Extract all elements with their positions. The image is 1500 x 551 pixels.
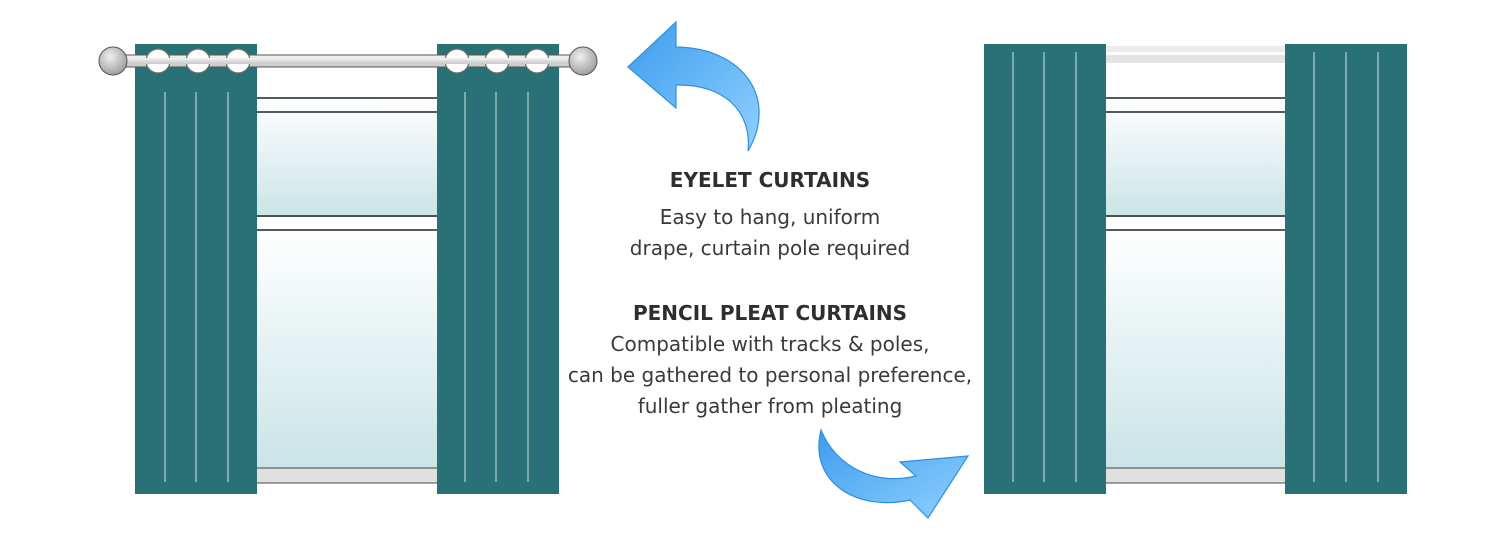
eyelet-title: EYELET CURTAINS <box>669 168 871 192</box>
window-pane-upper <box>255 97 440 217</box>
pencil-description: Compatible with tracks & poles, can be g… <box>560 329 980 422</box>
pencil-desc-line1: Compatible with tracks & poles, <box>610 332 930 356</box>
pole-finial-left <box>98 46 128 76</box>
pole-finial-right <box>568 46 598 76</box>
curved-arrow-icon <box>818 428 970 519</box>
eyelet-window <box>254 97 441 484</box>
pencil-track-icon <box>1100 46 1290 63</box>
eyelet-description: Easy to hang, uniform drape, curtain pol… <box>580 202 960 264</box>
pencil-curtain-left <box>984 44 1106 494</box>
window-sill <box>254 467 441 484</box>
pencil-curtain-right <box>1285 44 1407 494</box>
window-sill <box>1102 467 1288 484</box>
window-pane-lower <box>255 230 440 468</box>
window-pane-upper <box>1103 97 1287 217</box>
eyelet-curtain-right <box>437 44 559 494</box>
eyelet-curtain-left <box>135 44 257 494</box>
eyelet-desc-line2: drape, curtain pole required <box>629 236 911 260</box>
pencil-window <box>1102 97 1288 484</box>
eyelet-desc-line1: Easy to hang, uniform <box>659 205 881 229</box>
eyelet-pole-icon <box>98 46 598 76</box>
pencil-title: PENCIL PLEAT CURTAINS <box>632 301 908 325</box>
pencil-desc-line2: can be gathered to personal preference, <box>567 363 973 387</box>
curved-arrow-icon <box>627 20 760 152</box>
window-pane-lower <box>1103 230 1287 468</box>
pencil-desc-line3: fuller gather from pleating <box>637 394 903 418</box>
